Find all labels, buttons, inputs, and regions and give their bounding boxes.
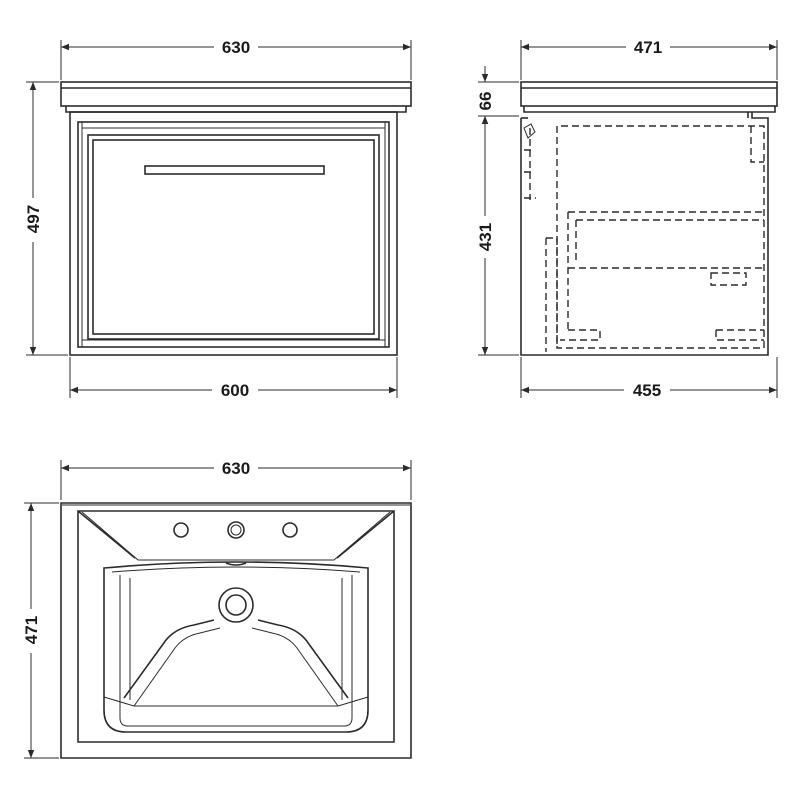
front-cabinet-width-dimension: 600 xyxy=(69,357,398,400)
side-overall-depth-label: 471 xyxy=(634,38,662,57)
top-depth-dimension: 471 xyxy=(20,502,59,759)
top-width-dimension: 630 xyxy=(60,458,412,500)
side-cabinet xyxy=(520,112,769,356)
basin-inner-rim xyxy=(77,510,395,743)
front-overall-width-dimension: 630 xyxy=(60,37,412,80)
front-overall-height-label: 497 xyxy=(24,205,43,233)
front-cabinet xyxy=(69,111,398,356)
basin-bowl xyxy=(103,561,369,733)
side-hidden-lines xyxy=(523,123,765,352)
top-width-label: 630 xyxy=(222,459,250,478)
basin-outer-rim xyxy=(60,502,412,759)
tap-hole-left xyxy=(173,522,189,538)
side-cabinet-depth-dimension: 455 xyxy=(520,357,778,400)
front-view: 630 600 497 xyxy=(22,37,412,400)
front-overall-width-label: 630 xyxy=(222,38,250,57)
front-drawer xyxy=(87,134,380,340)
side-overall-depth-dimension: 471 xyxy=(520,37,778,80)
drawer-handle xyxy=(144,165,325,175)
front-overall-height-dimension: 497 xyxy=(22,81,68,356)
side-basin-height-label: 66 xyxy=(476,92,495,111)
side-cabinet-depth-label: 455 xyxy=(633,381,661,400)
side-view: 471 455 66 431 xyxy=(474,37,778,400)
front-cabinet-width-label: 600 xyxy=(221,381,249,400)
side-basin xyxy=(520,81,778,113)
tap-hole-centre xyxy=(227,521,245,539)
side-height-dimensions: 66 431 xyxy=(474,66,519,356)
top-depth-label: 471 xyxy=(22,616,41,644)
tap-hole-right xyxy=(282,522,298,538)
side-cabinet-height-label: 431 xyxy=(476,223,495,251)
front-basin xyxy=(60,81,412,113)
waste-outlet xyxy=(218,587,254,623)
top-view: 630 471 xyxy=(20,458,412,759)
